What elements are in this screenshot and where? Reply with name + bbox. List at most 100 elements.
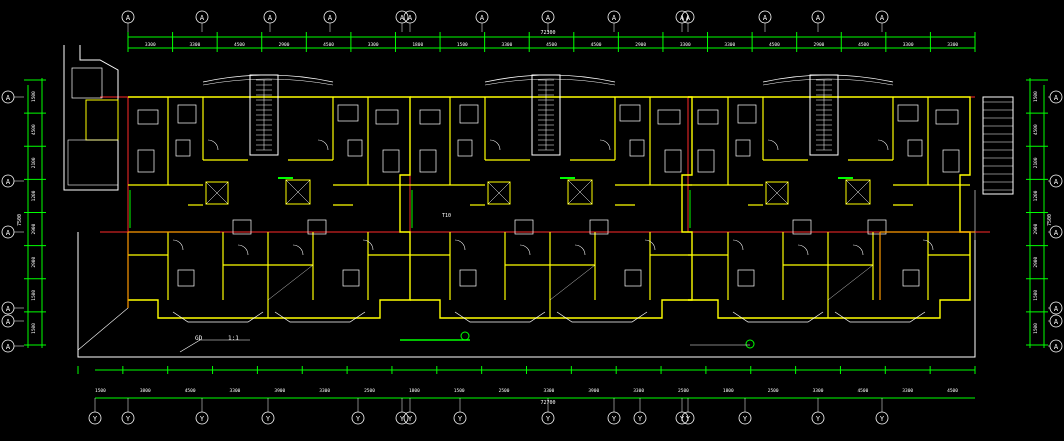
elevator-shaft — [205, 181, 229, 205]
fixture — [177, 269, 195, 287]
fixture — [459, 104, 479, 124]
annex-room — [71, 67, 103, 99]
left-dimension-value: 1500 — [31, 290, 37, 301]
elevator-x — [765, 181, 789, 205]
elevator-shaft — [487, 181, 511, 205]
stair-core — [531, 74, 561, 156]
door-swing — [292, 244, 304, 256]
elevator-shaft — [765, 181, 789, 205]
fixture — [175, 139, 191, 157]
bottom-axis-label: Y — [93, 415, 98, 423]
fixture — [867, 219, 887, 235]
left-dimension-value: 2100 — [31, 157, 37, 168]
bottom-bay-window — [556, 311, 648, 323]
unit-outer-wall — [128, 96, 411, 319]
right-dimension-value: 1200 — [1033, 190, 1039, 201]
right-axis-label: A — [1054, 178, 1059, 186]
platform-outline — [77, 232, 976, 358]
door-swing — [207, 139, 219, 151]
elevator-x — [285, 179, 311, 205]
top-axis-label: A — [408, 14, 413, 22]
fixture — [232, 219, 252, 235]
fixture — [375, 109, 399, 125]
right-dimension-value: 1500 — [1033, 323, 1039, 334]
bottom-dimension-value: 3900 — [588, 388, 599, 394]
top-axis-label: A — [612, 14, 617, 22]
top-dimension-value: 1500 — [457, 42, 468, 48]
top-dimension-value: 3300 — [501, 42, 512, 48]
bottom-axis-label: Y — [356, 415, 361, 423]
top-bay-window-inner — [762, 78, 894, 86]
door-swing — [767, 139, 779, 151]
elevator-shaft — [567, 179, 593, 205]
door-swing — [454, 239, 466, 251]
green-circle-marker — [745, 339, 755, 349]
top-dimension-value: 3300 — [145, 42, 156, 48]
fixture — [935, 109, 959, 125]
door-swing — [922, 239, 934, 251]
top-dimension-value: 3300 — [903, 42, 914, 48]
left-total-dimension: 7500 — [17, 214, 23, 226]
right-dimension-value: 2900 — [1033, 223, 1039, 234]
bottom-dimension-value: 4500 — [947, 388, 958, 394]
fixture — [897, 104, 919, 122]
top-dimension-value: 3300 — [680, 42, 691, 48]
top-axis-label: A — [200, 14, 205, 22]
residential-unit — [688, 74, 971, 323]
fixture — [589, 219, 609, 235]
fixture — [624, 269, 642, 287]
bottom-bay-window — [732, 311, 824, 323]
fixture — [664, 149, 682, 173]
door-swing — [172, 239, 184, 251]
left-axis-label: A — [6, 178, 11, 186]
door-swing — [599, 139, 611, 151]
fixture — [307, 219, 327, 235]
top-dimension-value: 3300 — [189, 42, 200, 48]
fixture — [737, 269, 755, 287]
bottom-dimension-value: 3300 — [544, 388, 555, 394]
fixture — [737, 104, 757, 124]
fixture — [459, 269, 477, 287]
fixture — [342, 269, 360, 287]
bottom-axis-label: Y — [200, 415, 205, 423]
left-dimension-value: 1200 — [31, 190, 37, 201]
elevator-shaft — [285, 179, 311, 205]
top-dimension-value: 4500 — [591, 42, 602, 48]
door-swing — [237, 244, 249, 256]
fixture — [137, 109, 159, 125]
unit-outer-wall — [688, 96, 971, 319]
elevator-x — [487, 181, 511, 205]
fixture — [657, 109, 681, 125]
door-swing — [362, 239, 374, 251]
fixture — [735, 139, 751, 157]
right-axis-label: A — [1054, 318, 1059, 326]
bottom-axis-label: Y — [880, 415, 885, 423]
right-stair-block — [982, 96, 1014, 195]
fixture — [697, 149, 715, 173]
white-leader — [179, 339, 201, 353]
top-dimension-value: 4500 — [234, 42, 245, 48]
residential-unit — [410, 74, 693, 323]
door-swing — [489, 139, 501, 151]
fixture — [419, 149, 437, 173]
left-axis-label: A — [6, 94, 11, 102]
elevator-x — [205, 181, 229, 205]
bottom-dimension-value: 3300 — [902, 388, 913, 394]
bottom-dimension-value: 3300 — [813, 388, 824, 394]
right-axis-label: A — [1054, 94, 1059, 102]
guide-line — [827, 264, 874, 301]
bottom-bay-window — [834, 311, 926, 323]
left-dimension-value: 1500 — [31, 323, 37, 334]
door-swing — [317, 139, 329, 151]
bottom-dimension-value: 1500 — [95, 388, 106, 394]
bottom-bay-window — [274, 311, 366, 323]
bottom-axis-label: Y — [400, 415, 405, 423]
top-dimension-value: 2900 — [279, 42, 290, 48]
fixture — [177, 104, 197, 124]
elevator-x — [567, 179, 593, 205]
elevator-shaft — [845, 179, 871, 205]
top-dimension-value: 3300 — [724, 42, 735, 48]
top-dimension-value: 2900 — [635, 42, 646, 48]
